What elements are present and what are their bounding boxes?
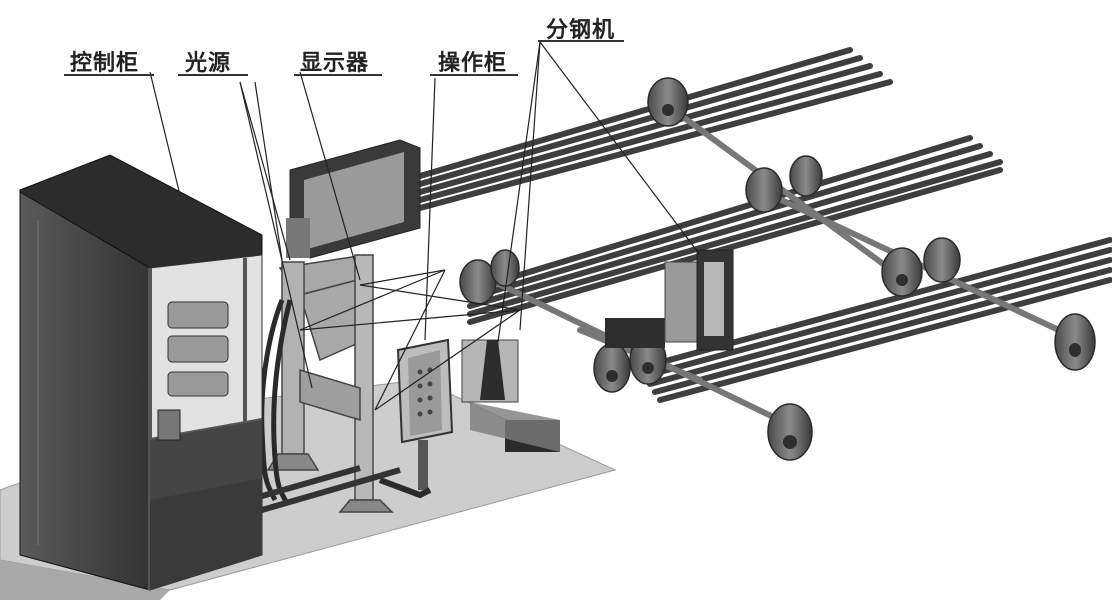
- label-operation-cabinet: 操作柜: [438, 51, 508, 76]
- ground-tubing: [254, 465, 401, 515]
- floor-shadow: [0, 560, 170, 600]
- steel-bars-upper: [417, 47, 893, 211]
- wheel-hubs: [606, 104, 1081, 449]
- leader-lines: [149, 41, 701, 411]
- label-underline: [538, 40, 624, 42]
- light-source-frame: [266, 254, 394, 513]
- label-display: 显示器: [300, 51, 370, 76]
- label-light-source: 光源: [185, 51, 232, 76]
- label-underline: [178, 74, 248, 76]
- steel-separator-machine: [605, 249, 734, 351]
- label-control-cabinet: 控制柜: [70, 51, 140, 76]
- gear-unit: [461, 339, 560, 452]
- display-monitor: [286, 139, 421, 259]
- label-underline: [294, 74, 382, 76]
- label-underline: [64, 74, 154, 76]
- steel-bars-middle: [467, 135, 1003, 325]
- label-steel-separator: 分钢机: [546, 18, 616, 43]
- control-cabinet: [19, 154, 263, 591]
- label-underline: [430, 74, 518, 76]
